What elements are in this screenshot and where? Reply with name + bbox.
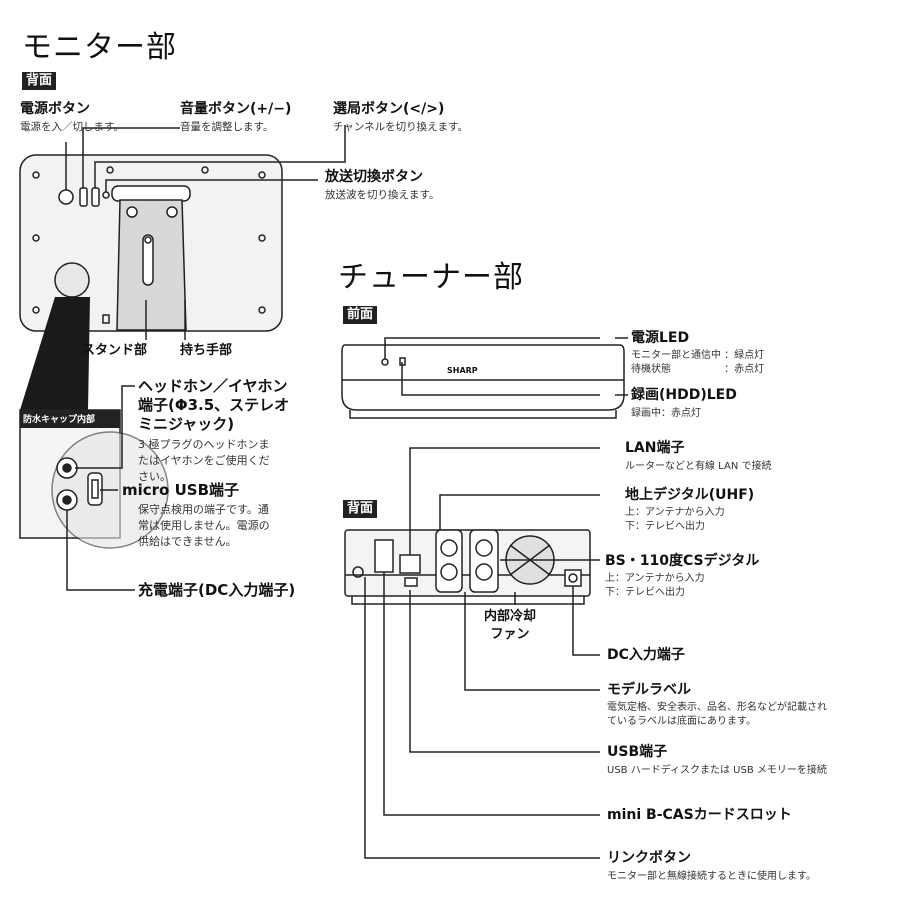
micro-usb-desc: 保守点検用の端子です。通 常は使用しません。電源の 供給はできません。 — [138, 503, 270, 548]
usb-port-shape — [404, 577, 418, 587]
broadcast-button-title: 放送切換ボタン — [325, 169, 423, 185]
dc-title: DC入力端子 — [607, 647, 685, 663]
power-button-title: 電源ボタン — [20, 101, 90, 117]
rec-led-title: 録画(HDD)LED — [631, 387, 737, 403]
uhf-desc: 上：アンテナから入力 下：テレビへ出力 — [625, 507, 725, 532]
handle-label: 持ち手部 — [180, 343, 233, 358]
tuner-heading: チューナー部 — [338, 260, 524, 295]
cap-inside-label: 防水キャップ内部 — [23, 415, 96, 425]
link-desc: モニター部と無線接続するときに使用します。 — [607, 871, 816, 882]
channel-button-shape — [91, 187, 100, 207]
bs-title: BS・110度CSデジタル — [605, 553, 760, 569]
link-button-shape — [352, 566, 364, 578]
bs-desc: 上：アンテナから入力 下：テレビへ出力 — [605, 573, 705, 598]
usb-title: USB端子 — [607, 744, 668, 760]
dc-port-shape — [564, 569, 582, 587]
headphone-title: ヘッドホン／イヤホン 端子(Φ3.5、ステレオ ミニジャック) — [138, 377, 290, 433]
usb-desc: USB ハードディスクまたは USB メモリーを接続 — [607, 765, 827, 776]
lan-title: LAN端子 — [625, 440, 685, 456]
cap-beam — [20, 297, 90, 410]
tuner-front-badge: 前面 — [343, 306, 378, 324]
volume-button-title: 音量ボタン(+/−) — [180, 101, 292, 117]
handle-shape — [111, 185, 191, 202]
power-button-desc: 電源を入／切します。 — [20, 121, 124, 133]
channel-button-desc: チャンネルを切り換えます。 — [333, 121, 469, 133]
tuner-front-body — [341, 344, 625, 411]
lan-desc: ルーターなどと有線 LAN で接続 — [625, 461, 772, 472]
power-button-shape — [58, 189, 74, 205]
tuner-rear-badge: 背面 — [343, 500, 378, 518]
model-label-title: モデルラベル — [607, 682, 691, 698]
lan-port-shape — [399, 554, 421, 574]
stand-label: スタンド部 — [82, 343, 148, 358]
micro-usb-title: micro USB端子 — [122, 481, 240, 499]
power-led-title: 電源LED — [631, 330, 690, 346]
channel-button-title: 選局ボタン(</>) — [333, 101, 445, 117]
volume-button-desc: 音量を調整します。 — [180, 121, 274, 133]
volume-button-shape — [79, 187, 88, 207]
monitor-heading: モニター部 — [22, 30, 177, 65]
fan-label: 内部冷却 ファン — [484, 609, 537, 642]
charge-title: 充電端子(DC入力端子) — [138, 581, 296, 599]
cap-shape — [54, 262, 90, 298]
headphone-desc: 3 極プラグのヘッドホンま たはイヤホンをご使用くだ さい。 — [138, 438, 270, 483]
model-label-desc: 電気定格、安全表示、品名、形名などが記載され ているラベルは底面にあります。 — [607, 702, 827, 727]
power-led-desc: モニター部と通信中 ：緑点灯 待機状態 ：赤点灯 — [631, 350, 765, 375]
rec-led-desc: 録画中：赤点灯 — [631, 408, 701, 419]
monitor-rear-badge: 背面 — [22, 72, 57, 90]
bcas-slot-shape — [374, 539, 394, 573]
sharp-logo: SHARP — [447, 366, 478, 375]
uhf-title: 地上デジタル(UHF) — [625, 487, 755, 503]
screw — [32, 171, 40, 179]
bcas-title: mini B-CASカードスロット — [607, 807, 792, 823]
broadcast-button-desc: 放送波を切り換えます。 — [325, 189, 440, 201]
link-title: リンクボタン — [607, 850, 691, 866]
